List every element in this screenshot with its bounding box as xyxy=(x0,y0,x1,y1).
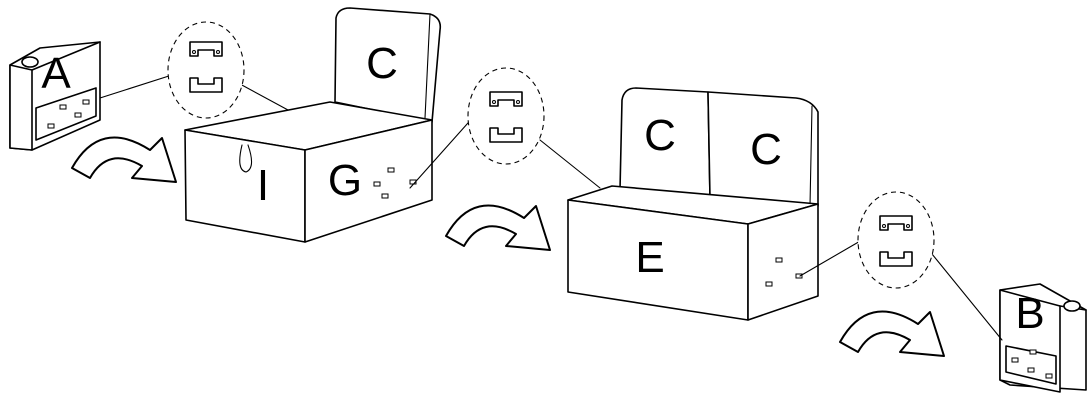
label-g: G xyxy=(328,156,362,205)
part-g-seat: I G C xyxy=(184,7,442,243)
part-e-seat: C C E xyxy=(567,87,819,321)
label-c-3: C xyxy=(750,125,782,174)
label-c-2: C xyxy=(644,111,676,160)
rotate-arrow-icon xyxy=(71,136,177,183)
part-b-block: B xyxy=(999,283,1087,393)
connector-callout-1 xyxy=(99,21,289,119)
connector-callout-2 xyxy=(409,67,601,189)
part-a-block: A xyxy=(9,41,101,151)
rotate-arrow-icon xyxy=(445,204,551,251)
label-b: B xyxy=(1015,289,1044,338)
label-i: I xyxy=(257,161,269,210)
label-a: A xyxy=(41,49,71,98)
label-e: E xyxy=(635,233,664,282)
rotate-arrow-icon xyxy=(839,310,945,357)
connector-callout-3 xyxy=(799,191,1003,341)
label-c-1: C xyxy=(366,39,398,88)
